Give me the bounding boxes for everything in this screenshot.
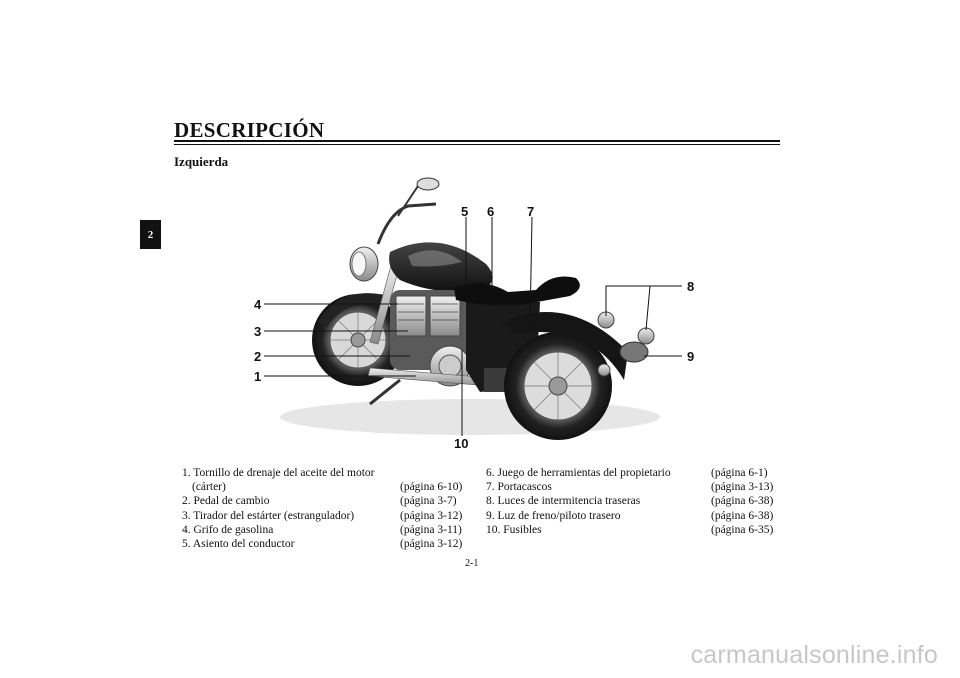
page-reference: (página 6-38) [711, 509, 774, 522]
part-label: 4. Grifo de gasolina [182, 523, 274, 536]
page-reference: (página 3-12) [400, 509, 463, 522]
tank-emblem [408, 250, 462, 267]
list-item: 4. Grifo de gasolina (página 3-11) [182, 523, 472, 537]
headlight [349, 246, 379, 282]
page-reference: (página 6-10) [400, 481, 463, 494]
rider-seat [454, 276, 580, 306]
part-label: 1. Tornillo de drenaje del aceite del mo… [182, 467, 375, 479]
part-label: 2. Pedal de cambio [182, 495, 270, 508]
parts-list-left: 1. Tornillo de drenaje del aceite del mo… [182, 466, 472, 551]
list-item: 3. Tirador del estárter (estrangulador) … [182, 509, 472, 523]
page-reference: (página 6-35) [711, 523, 774, 536]
callout-3: 3 [254, 324, 261, 339]
part-label: 7. Portacascos [486, 481, 552, 494]
part-label: 10. Fusibles [486, 523, 542, 536]
list-item: 5. Asiento del conductor (página 3-12) [182, 537, 472, 551]
title-rule-thick [174, 140, 780, 142]
part-label: 8. Luces de intermitencia traseras [486, 495, 641, 508]
page-reference: (página 3-7) [400, 495, 457, 508]
rear-wheel [504, 332, 612, 440]
list-item: 7. Portacascos (página 3-13) [486, 480, 781, 494]
part-label: 3. Tirador del estárter (estrangulador) [182, 509, 355, 522]
callout-9: 9 [687, 349, 694, 364]
chapter-tab: 2 [140, 220, 161, 249]
callout-2: 2 [254, 349, 261, 364]
page-reference: (página 3-13) [711, 481, 774, 494]
callout-10: 10 [454, 436, 468, 451]
callout-7: 7 [527, 204, 534, 219]
list-item: 8. Luces de intermitencia traseras (pági… [486, 494, 781, 508]
section-subtitle: Izquierda [174, 154, 229, 169]
list-item: 10. Fusibles (página 6-35) [486, 523, 781, 537]
leader-lines [264, 216, 682, 436]
front-fender [318, 293, 390, 328]
part-label: (cárter) [192, 481, 226, 494]
motorcycle-illustration: 1 2 3 4 5 6 7 8 9 10 [254, 177, 694, 451]
list-item: (cárter) (página 6-10) [182, 480, 472, 494]
kickstand [369, 378, 401, 406]
handlebar [376, 202, 437, 245]
mirror-stem [397, 185, 419, 217]
callout-4: 4 [254, 297, 262, 312]
list-item: 1. Tornillo de drenaje del aceite del mo… [182, 466, 472, 480]
list-item: 6. Juego de herramientas del propietario… [486, 466, 781, 480]
parts-list-right: 6. Juego de herramientas del propietario… [486, 466, 781, 537]
page-reference: (página 6-1) [711, 467, 768, 479]
watermark: carmanualsonline.info [690, 641, 938, 669]
callout-6: 6 [487, 204, 494, 219]
engine [390, 290, 471, 387]
page-number: 2-1 [465, 558, 479, 569]
callout-1: 1 [254, 369, 261, 384]
list-item: 9. Luz de freno/piloto trasero (página 6… [486, 509, 781, 523]
page-reference: (página 3-11) [400, 523, 462, 536]
part-label: 9. Luz de freno/piloto trasero [486, 509, 621, 522]
page-reference: (página 3-12) [400, 537, 463, 550]
title-rule-thin [174, 144, 780, 145]
mirror [416, 177, 440, 191]
list-item: 2. Pedal de cambio (página 3-7) [182, 494, 472, 508]
page-reference: (página 6-38) [711, 495, 774, 508]
callout-5: 5 [461, 204, 468, 219]
rear-fender [502, 312, 628, 380]
part-label: 5. Asiento del conductor [182, 537, 295, 550]
page-title: DESCRIPCIÓN [174, 118, 325, 142]
callout-8: 8 [687, 279, 694, 294]
part-label: 6. Juego de herramientas del propietario [486, 467, 671, 479]
